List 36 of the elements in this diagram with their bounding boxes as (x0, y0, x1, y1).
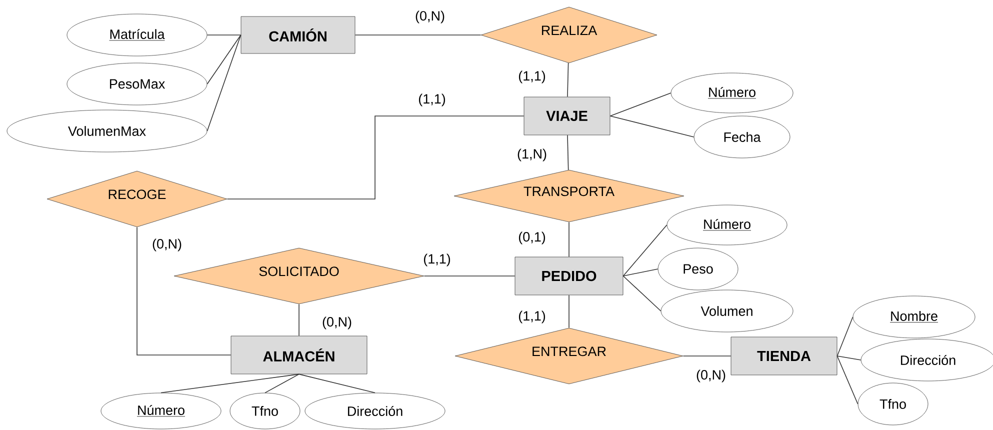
cardinality-label: (1,1) (418, 94, 446, 106)
cardinality-label: (0,N) (696, 370, 726, 382)
connector-line (836, 316, 854, 356)
connector-line (354, 34, 482, 36)
cardinality-label: (1,1) (424, 254, 450, 266)
entity-box: VIAJE (524, 96, 610, 136)
connector-line (160, 374, 300, 394)
cardinality-label: (0,N) (416, 10, 444, 24)
connector-line (622, 276, 662, 312)
connector-line (226, 116, 524, 200)
cardinality-label: (0,1) (518, 232, 546, 244)
connector-line (264, 374, 300, 394)
connector-line (610, 116, 694, 138)
connector-line (622, 268, 658, 276)
connector-line (136, 226, 232, 356)
connector-line (206, 34, 242, 84)
connector-line (298, 304, 300, 336)
connector-line (298, 374, 376, 394)
cardinality-label: (1,1) (518, 70, 546, 84)
connector-line (567, 134, 569, 170)
connector-line (622, 224, 668, 276)
entity-box: CAMIÓN (240, 16, 356, 54)
connector-line (836, 356, 858, 404)
connector-line (610, 92, 672, 116)
connector-line (568, 222, 570, 258)
entity-box: PEDIDO (514, 256, 624, 296)
cardinality-label: (0,N) (322, 316, 352, 330)
connector-line (568, 294, 570, 328)
connector-line (567, 62, 569, 98)
entity-box: TIENDA (730, 336, 838, 376)
connector-line (836, 356, 862, 360)
connector-line (206, 34, 242, 36)
entity-box: ALMACÉN (230, 336, 368, 374)
connector-line (206, 34, 242, 132)
cardinality-label: (1,1) (518, 310, 546, 324)
cardinality-label: (1,N) (518, 148, 546, 162)
